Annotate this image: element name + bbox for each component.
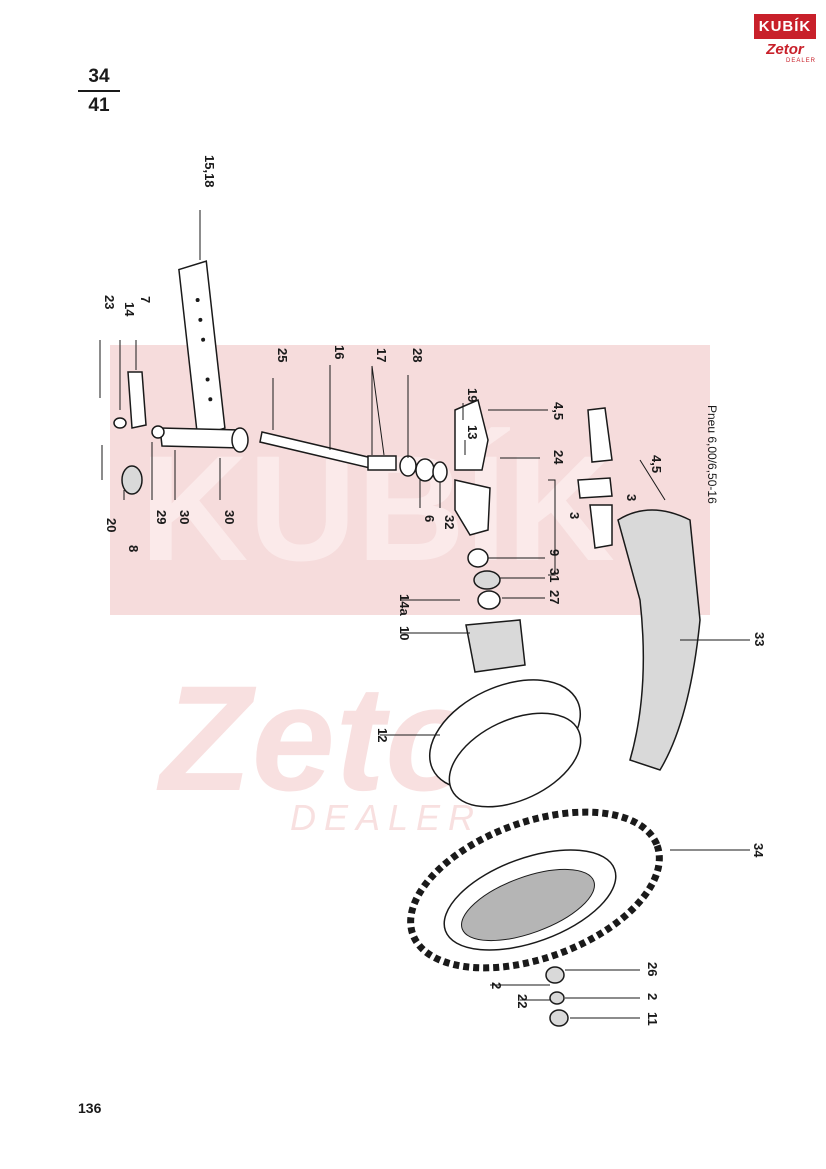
page-number: 136 [78, 1100, 102, 1116]
label-16: 16 [332, 345, 347, 359]
label-4-5-a: 4,5 [551, 402, 566, 420]
label-2-b: 2 [645, 993, 660, 1000]
bearing-31 [473, 570, 501, 590]
label-29: 29 [154, 510, 169, 524]
label-33: 33 [752, 632, 767, 646]
label-14a: 14a [397, 594, 412, 616]
knuckle-3 [454, 479, 491, 536]
label-15-18: 15,18 [202, 155, 217, 188]
label-31: 31 [547, 568, 562, 582]
label-9: 9 [547, 549, 562, 556]
logo-zetor: Zetor [766, 41, 804, 58]
ring-29 [151, 425, 165, 439]
part-labels: 23 14 7 15,18 25 16 17 28 19 13 4,5 24 4… [102, 155, 767, 1026]
tyre-34-hub-shadow [461, 868, 595, 942]
label-28: 28 [410, 348, 425, 362]
axle-tube-end [231, 427, 249, 453]
label-12: 12 [375, 728, 390, 742]
fender-33 [617, 509, 701, 771]
label-20: 20 [104, 518, 119, 532]
label-2-a: 2 [489, 982, 504, 989]
knuckle-4-5-second [577, 477, 613, 499]
label-30-b: 30 [222, 510, 237, 524]
watermark: KUBÍK Zetor DEALER [110, 345, 710, 838]
label-19: 19 [465, 388, 480, 402]
arm-4-5-second [587, 407, 613, 463]
axle-beam-body [178, 260, 226, 438]
label-14: 14 [122, 302, 137, 317]
label-7: 7 [138, 296, 153, 303]
tyre-34 [407, 808, 663, 972]
bushings-17 [367, 455, 397, 471]
label-17: 17 [374, 348, 389, 362]
watermark-dealer: DEALER [290, 797, 482, 838]
nut-11 [549, 1009, 569, 1027]
ring-32 [432, 461, 448, 483]
axle-beam [178, 260, 226, 438]
wheel-hub-10 [465, 619, 526, 673]
page-fraction: 34 41 [78, 66, 120, 117]
steering-arm-7 [127, 371, 147, 429]
label-11: 11 [645, 1012, 660, 1026]
wheel-rim-12-inner [448, 712, 582, 808]
bearing-6 [415, 458, 435, 482]
knuckle-3-second [589, 504, 613, 549]
cap-8 [121, 465, 143, 495]
washer-14 [113, 417, 127, 429]
nut-2 [549, 991, 565, 1005]
label-6: 6 [422, 515, 437, 522]
label-32: 32 [442, 515, 457, 529]
label-22: 22 [515, 994, 530, 1008]
logo-kubik: KUBÍK [754, 14, 816, 39]
label-10: 10 [397, 626, 412, 640]
label-3-a: 3 [567, 512, 582, 519]
label-4-5-b: 4,5 [649, 455, 664, 473]
fraction-top: 34 [88, 66, 110, 87]
tyre-spec: Pneu 6,00/6,50-16 [705, 405, 719, 504]
watermark-kubik: KUBÍK [140, 424, 615, 592]
kubik-zetor-logo: KUBÍK Zetor DEALER [754, 14, 816, 74]
label-34: 34 [751, 843, 766, 858]
axle-tube [159, 427, 243, 449]
ring-27 [477, 590, 501, 610]
label-13: 13 [465, 425, 480, 439]
bearing-9 [467, 548, 489, 568]
label-25: 25 [275, 348, 290, 362]
label-27: 27 [547, 590, 562, 604]
label-26: 26 [645, 962, 660, 976]
seal-28 [399, 455, 417, 477]
label-3-b: 3 [624, 494, 639, 501]
logo-dealer: DEALER [785, 58, 816, 64]
label-23: 23 [102, 295, 117, 309]
label-24: 24 [551, 450, 566, 465]
fraction-bar [78, 90, 120, 92]
leader-lines [99, 210, 750, 1019]
label-8: 8 [126, 545, 141, 552]
label-30-a: 30 [177, 510, 192, 524]
nut-26 [545, 966, 565, 984]
fraction-bottom: 41 [88, 95, 110, 116]
